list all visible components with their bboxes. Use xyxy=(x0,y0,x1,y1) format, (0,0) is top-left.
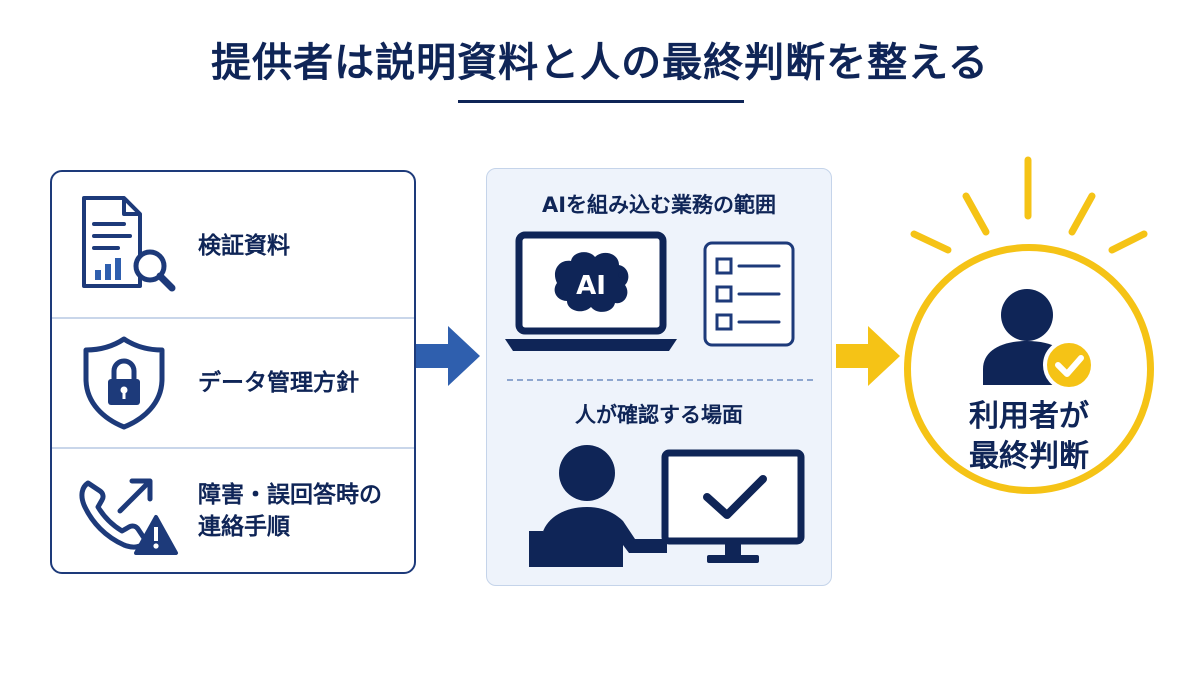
person-monitor-icon xyxy=(529,445,805,567)
rays-icon xyxy=(910,156,1148,254)
yellow-arrow-icon xyxy=(836,326,900,386)
user-final-decision-circle: 利用者が 最終判断 xyxy=(904,244,1154,494)
ai-brain-text: AI xyxy=(576,271,606,301)
label-incident-contact-line1: 障害・誤回答時の xyxy=(198,482,382,508)
list-item-data-policy: データ管理方針 xyxy=(52,319,414,447)
page-title: 提供者は説明資料と人の最終判断を整える xyxy=(211,40,989,86)
document-search-icon xyxy=(82,196,176,292)
phone-alert-icon xyxy=(79,478,178,555)
heading-ai-scope: AIを組み込む業務の範囲 xyxy=(541,193,777,217)
title-underline xyxy=(458,100,744,103)
laptop-ai-icon: AI xyxy=(505,231,677,351)
section-divider xyxy=(507,379,813,381)
label-verification-materials: 検証資料 xyxy=(198,233,290,259)
list-item-verification: 検証資料 xyxy=(52,172,414,317)
blue-arrow-icon xyxy=(416,326,480,386)
row-divider xyxy=(52,317,414,319)
user-check-icon xyxy=(983,289,1095,391)
checklist-icon xyxy=(703,241,795,347)
workflow-scope-panel: AIを組み込む業務の範囲 AI 人が確認する場面 xyxy=(486,168,832,586)
provider-materials-panel: 検証資料 データ管理方針 障害・誤回答時の 連絡手順 xyxy=(50,170,416,574)
shield-lock-icon xyxy=(83,336,165,430)
row-divider xyxy=(52,447,414,449)
list-item-incident-contact: 障害・誤回答時の 連絡手順 xyxy=(52,449,414,574)
label-data-management-policy: データ管理方針 xyxy=(198,370,359,396)
user-label-line1: 利用者が xyxy=(969,399,1089,434)
label-incident-contact-line2: 連絡手順 xyxy=(198,514,290,540)
heading-human-review: 人が確認する場面 xyxy=(575,403,743,427)
user-label-line2: 最終判断 xyxy=(969,439,1089,474)
